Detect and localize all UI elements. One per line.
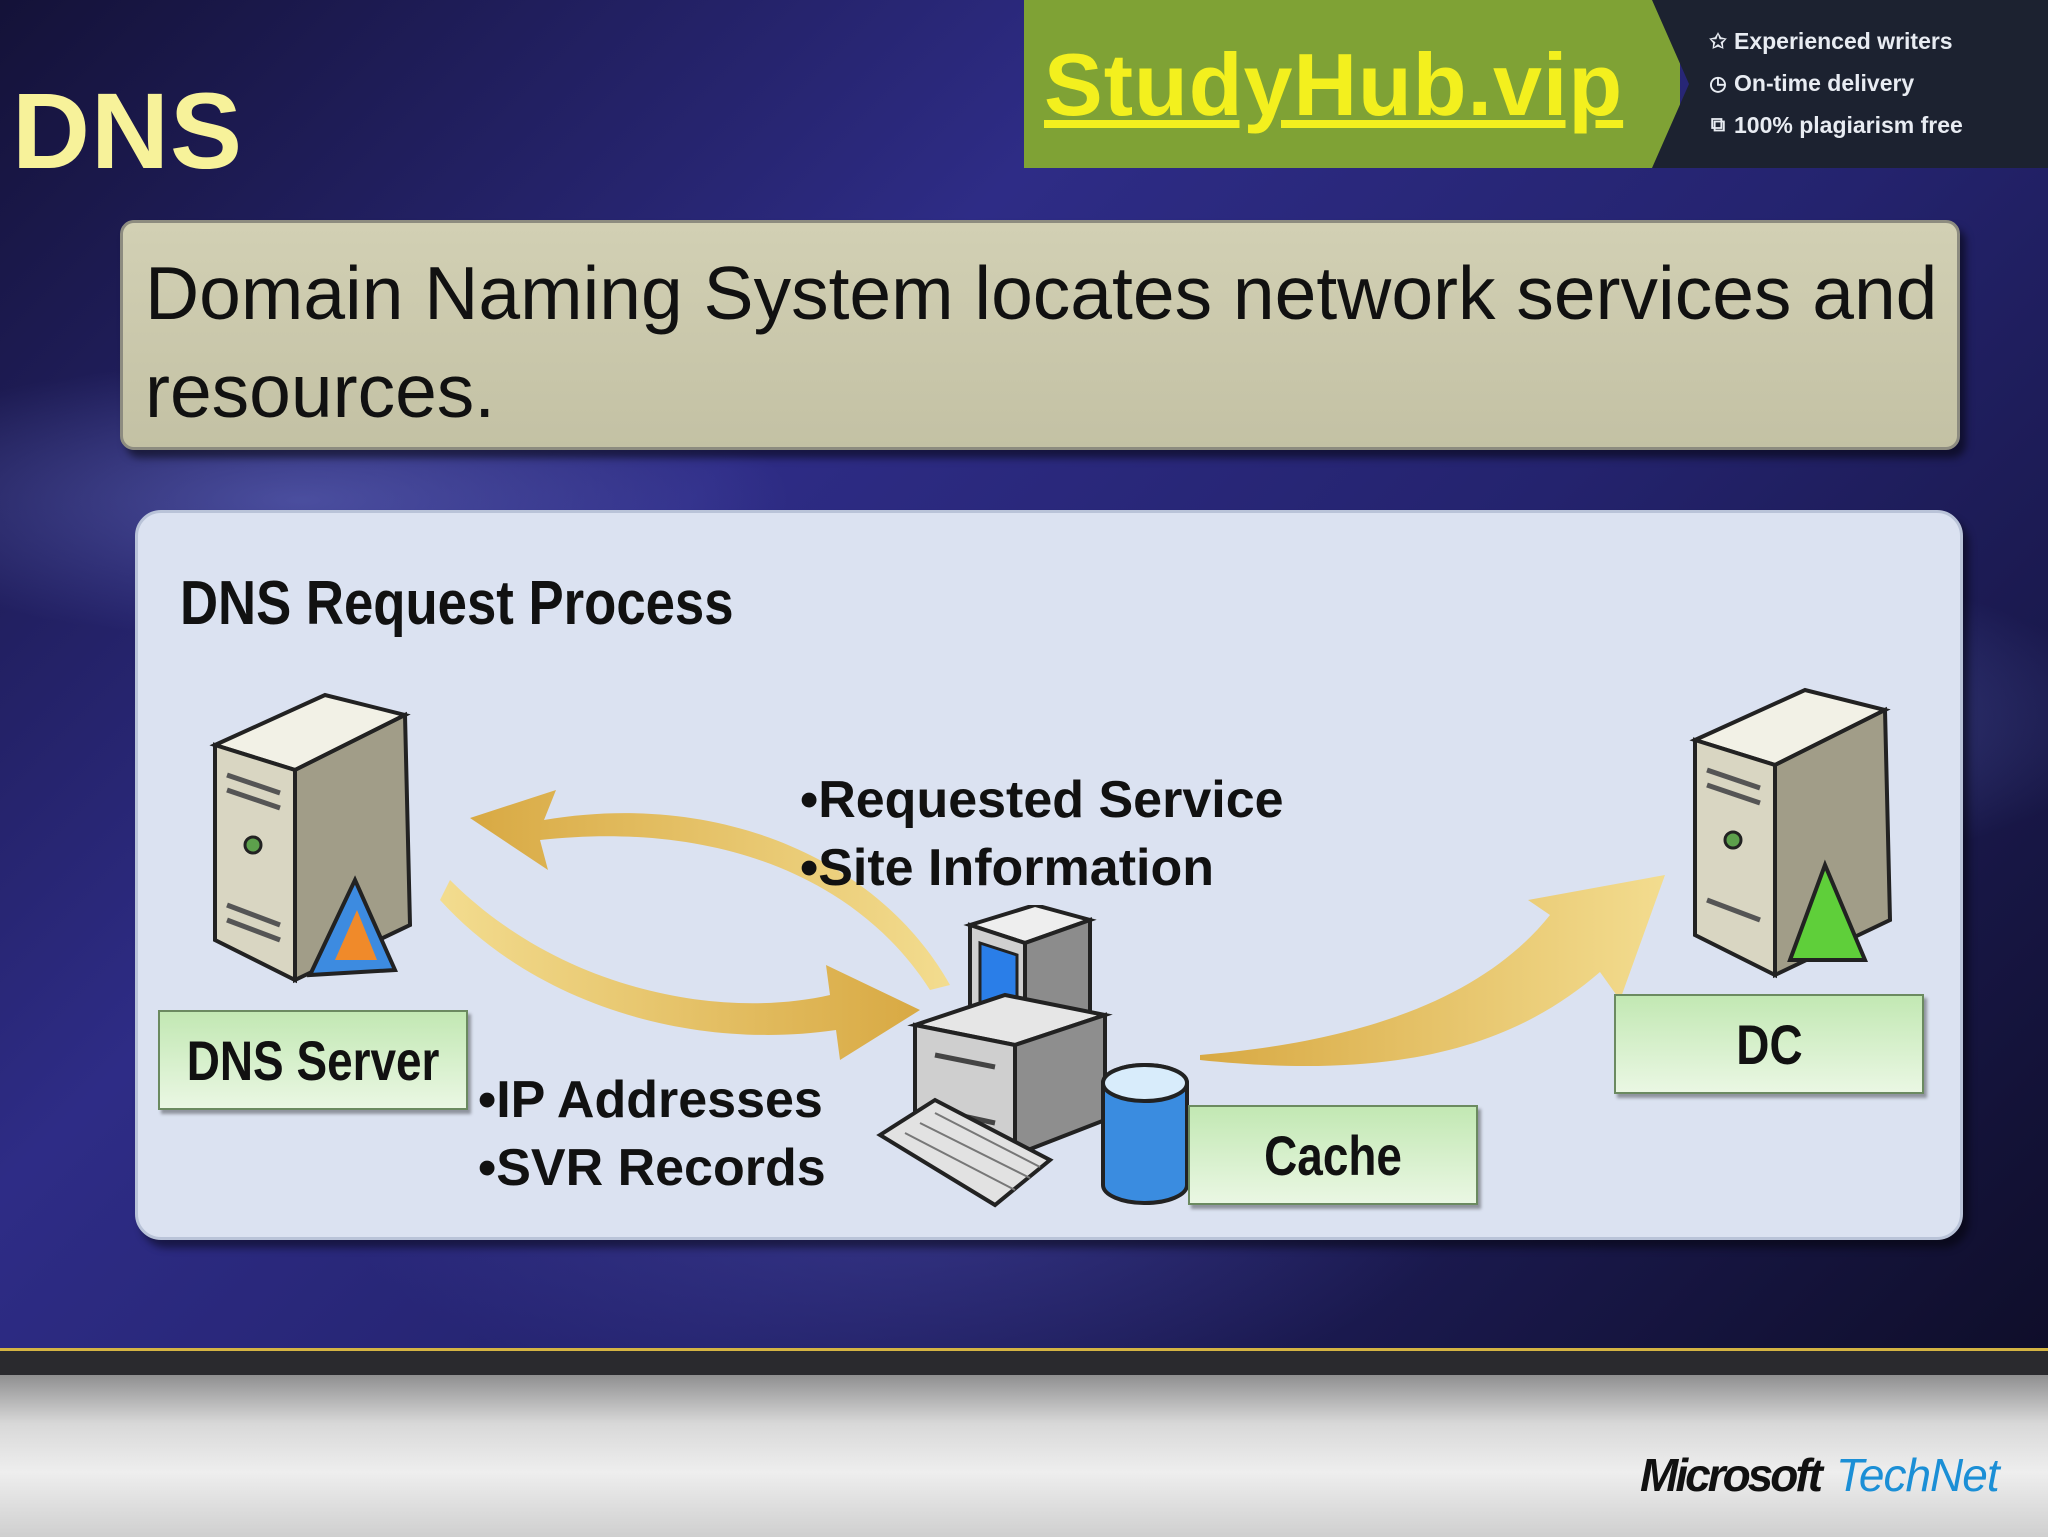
ad-features-panel <box>1652 0 2048 168</box>
response-item: •IP Addresses <box>478 1071 823 1129</box>
client-computer-icon <box>876 905 1189 1208</box>
footer-divider <box>0 1348 2048 1351</box>
dns-server-label-text: DNS Server <box>186 1028 440 1092</box>
request-item: •Site Information <box>800 839 1214 897</box>
ad-feature: ✩ Experienced writers <box>1708 28 1953 55</box>
response-arrow <box>440 880 920 1060</box>
dc-server-icon <box>1689 687 1893 979</box>
dc-label: DC <box>1614 994 1924 1094</box>
star-icon: ✩ <box>1709 31 1727 53</box>
dns-server-icon <box>209 692 413 984</box>
ad-feature: ◷ On-time delivery <box>1708 70 1914 97</box>
definition-text: Domain Naming System locates network ser… <box>145 251 1938 433</box>
footer <box>0 1375 2048 1537</box>
ad-brand-link[interactable]: StudyHub.vip <box>1044 35 1624 134</box>
diagram-title: DNS Request Process <box>180 569 734 638</box>
dns-server-label: DNS Server <box>158 1010 468 1110</box>
ad-feature-text: Experienced writers <box>1734 28 1953 54</box>
ad-feature-text: 100% plagiarism free <box>1734 112 1963 138</box>
footer-band <box>0 1351 2048 1375</box>
dc-label-text: DC <box>1735 1012 1803 1076</box>
ad-banner[interactable] <box>1024 0 1680 168</box>
cache-label: Cache <box>1188 1105 1478 1205</box>
microsoft-logo: Microsoft <box>1640 1449 1823 1501</box>
cache-label-text: Cache <box>1264 1123 1402 1187</box>
clock-icon: ◷ <box>1709 73 1727 95</box>
response-item: •SVR Records <box>478 1139 826 1197</box>
definition-box <box>120 220 1960 450</box>
technet-logo: TechNet <box>1836 1449 2000 1501</box>
ad-feature-text: On-time delivery <box>1734 70 1915 96</box>
slide-title: DNS <box>12 70 244 191</box>
request-item: •Requested Service <box>800 771 1284 829</box>
dc-arrow <box>1200 875 1665 1067</box>
request-arrow <box>470 790 950 990</box>
ad-feature: ⧉ 100% plagiarism free <box>1708 112 1963 139</box>
copy-icon: ⧉ <box>1710 114 1726 136</box>
